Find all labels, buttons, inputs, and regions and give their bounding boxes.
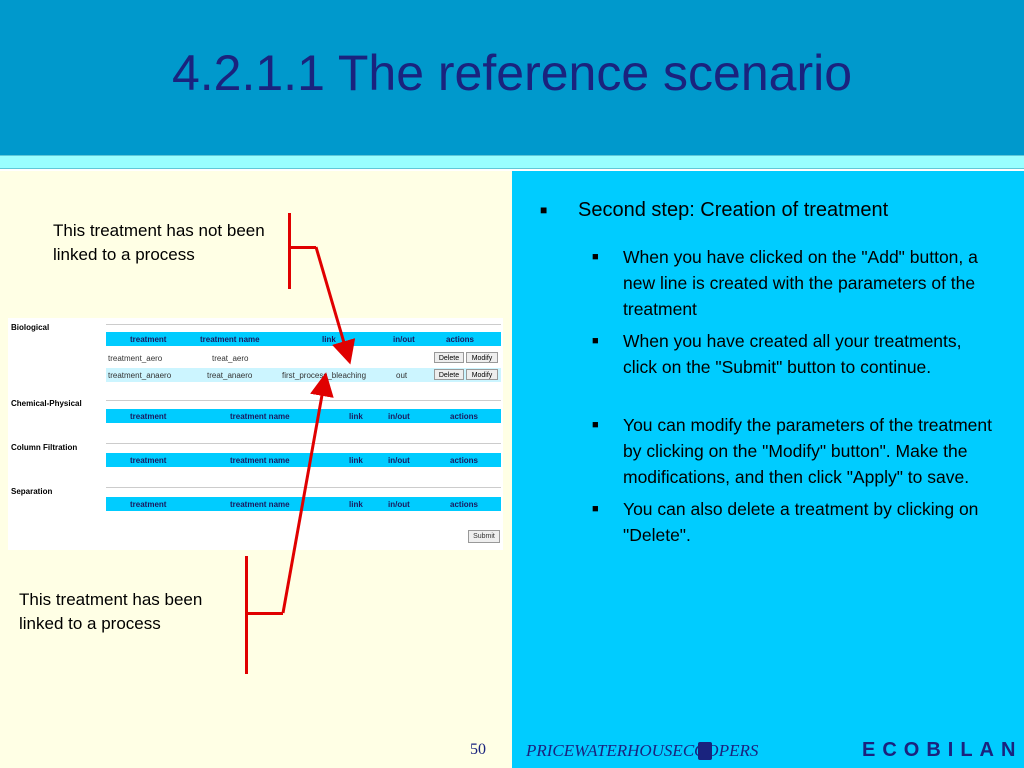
sub-bullet-text: When you have clicked on the "Add" butto…: [623, 247, 978, 319]
col-link: link: [322, 335, 336, 344]
cell-treatment-name: treat_anaero: [207, 371, 253, 380]
sub-bullet: ■ You can also delete a treatment by cli…: [540, 496, 1000, 548]
section-rule: [106, 324, 501, 325]
cell-inout: out: [396, 371, 408, 380]
bracket-bottom-vertical: [245, 556, 248, 674]
col-link: link: [349, 412, 363, 421]
col-actions: actions: [450, 500, 479, 509]
col-link: link: [349, 456, 363, 465]
col-treatment-name: treatment name: [200, 335, 260, 344]
delete-button[interactable]: Delete: [434, 369, 464, 380]
col-treatment-name: treatment name: [230, 412, 290, 421]
table-row: treatment_aero treat_aero Delete Modify: [106, 351, 501, 365]
submit-button[interactable]: Submit: [468, 530, 500, 543]
pwc-logo: PRICEWATERHOUSECOOPERS: [526, 741, 759, 760]
sub-bullet-text: You can also delete a treatment by click…: [623, 499, 979, 545]
bracket-top-horizontal: [288, 246, 316, 249]
col-inout: in/out: [388, 500, 410, 509]
cell-treatment: treatment_anaero: [108, 371, 172, 380]
slide-header: [0, 0, 1024, 155]
header-divider: [0, 155, 1024, 169]
sub-bullet-text: You can modify the parameters of the tre…: [623, 415, 993, 487]
right-panel: [512, 171, 1024, 768]
bullet-main: ■ Second step: Creation of treatment: [540, 196, 1000, 224]
col-treatment-name: treatment name: [230, 456, 290, 465]
square-bullet-icon: ■: [592, 419, 599, 431]
col-actions: actions: [446, 335, 475, 344]
col-treatment: treatment: [130, 500, 167, 509]
square-bullet-icon: ■: [592, 251, 599, 263]
bracket-top-vertical: [288, 213, 291, 289]
col-treatment: treatment: [130, 335, 167, 344]
section-label-separation: Separation: [11, 487, 53, 496]
bullet-list: ■ Second step: Creation of treatment ■ W…: [540, 196, 1000, 554]
callout-not-linked: This treatment has not been linked to a …: [53, 221, 265, 264]
section-rule: [106, 443, 501, 444]
col-inout: in/out: [388, 412, 410, 421]
section-label-chemical-physical: Chemical-Physical: [11, 399, 82, 408]
bracket-bottom-horizontal: [245, 612, 283, 615]
cell-treatment: treatment_aero: [108, 354, 163, 363]
page-number: 50: [470, 741, 486, 758]
col-link: link: [349, 500, 363, 509]
section-rule: [106, 487, 501, 488]
col-treatment: treatment: [130, 456, 167, 465]
cell-link: first_process_bleaching: [282, 371, 367, 380]
table-header: treatment treatment name link in/out act…: [106, 332, 501, 346]
sub-bullet-text: When you have created all your treatment…: [623, 331, 962, 377]
sub-bullet: ■ You can modify the parameters of the t…: [540, 412, 1000, 490]
col-treatment: treatment: [130, 412, 167, 421]
ecobilan-logo: ECOBILAN: [862, 739, 1023, 761]
col-inout: in/out: [388, 456, 410, 465]
sub-bullet: ■ When you have clicked on the "Add" but…: [540, 244, 1000, 322]
col-actions: actions: [450, 412, 479, 421]
modify-button[interactable]: Modify: [466, 352, 498, 363]
pwc-seal-icon: [698, 742, 712, 760]
callout-linked: This treatment has been linked to a proc…: [19, 590, 203, 633]
slide-title: 4.2.1.1 The reference scenario: [171, 45, 853, 101]
section-label-biological: Biological: [11, 323, 50, 332]
col-actions: actions: [450, 456, 479, 465]
delete-button[interactable]: Delete: [434, 352, 464, 363]
section-label-column-filtration: Column Filtration: [11, 443, 78, 452]
modify-button[interactable]: Modify: [466, 369, 498, 380]
section-rule: [106, 400, 501, 401]
cell-treatment-name: treat_aero: [212, 354, 249, 363]
square-bullet-icon: ■: [540, 203, 548, 217]
square-bullet-icon: ■: [592, 503, 599, 515]
col-treatment-name: treatment name: [230, 500, 290, 509]
square-bullet-icon: ■: [592, 335, 599, 347]
table-header: treatment treatment name link in/out act…: [106, 497, 501, 511]
table-row: treatment_anaero treat_anaero first_proc…: [106, 368, 501, 382]
table-header: treatment treatment name link in/out act…: [106, 409, 501, 423]
bullet-main-text: Second step: Creation of treatment: [578, 199, 889, 221]
sub-bullet: ■ When you have created all your treatme…: [540, 328, 1000, 380]
treatment-form: Biological treatment treatment name link…: [8, 318, 503, 550]
col-inout: in/out: [393, 335, 415, 344]
table-header: treatment treatment name link in/out act…: [106, 453, 501, 467]
